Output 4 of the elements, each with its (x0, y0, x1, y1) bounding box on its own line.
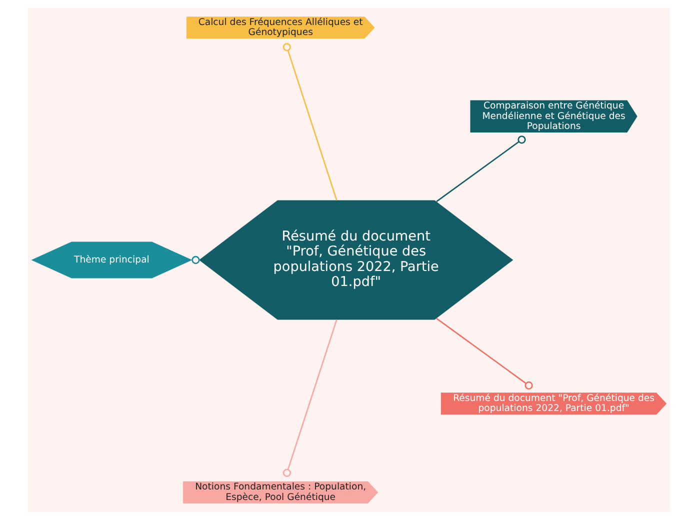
connector (436, 136, 526, 202)
connector (282, 320, 337, 477)
connector (436, 318, 532, 390)
connector (282, 43, 337, 200)
